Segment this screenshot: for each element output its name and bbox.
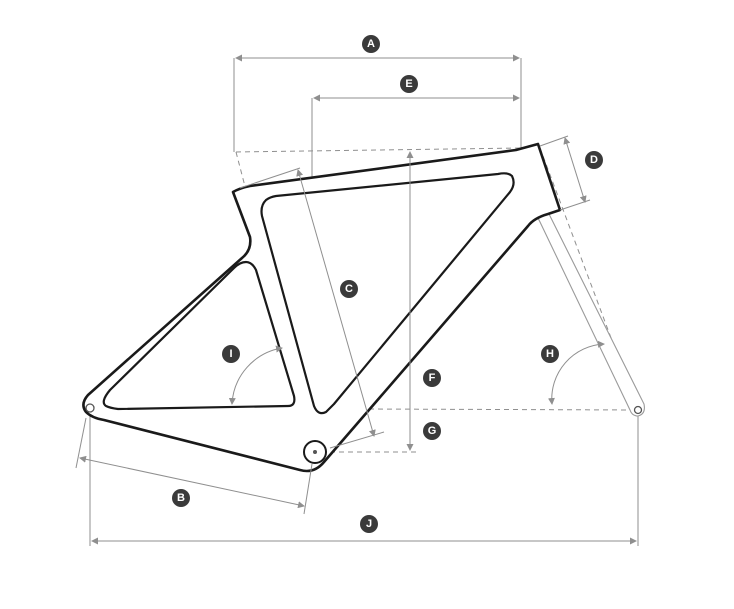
label-h: H bbox=[546, 348, 554, 360]
label-f: F bbox=[429, 372, 436, 384]
label-g: G bbox=[428, 425, 437, 437]
badge-b: B bbox=[172, 489, 190, 507]
label-j: J bbox=[366, 518, 372, 530]
badge-g: G bbox=[423, 422, 441, 440]
badge-d: D bbox=[585, 151, 603, 169]
bottom-bracket-center-icon bbox=[313, 450, 317, 454]
badge-e: E bbox=[400, 75, 418, 93]
label-i: I bbox=[229, 348, 232, 360]
label-a: A bbox=[367, 38, 375, 50]
label-e: E bbox=[405, 78, 412, 90]
badge-c: C bbox=[340, 280, 358, 298]
badge-i: I bbox=[222, 345, 240, 363]
label-d: D bbox=[590, 154, 598, 166]
dimension-lines bbox=[75, 54, 637, 545]
badge-j: J bbox=[360, 515, 378, 533]
fork bbox=[535, 211, 645, 417]
badge-h: H bbox=[541, 345, 559, 363]
badge-f: F bbox=[423, 369, 441, 387]
label-b: B bbox=[177, 492, 185, 504]
front-axle-icon bbox=[633, 405, 643, 415]
rear-axle-icon bbox=[85, 403, 95, 413]
badge-a: A bbox=[362, 35, 380, 53]
label-c: C bbox=[345, 283, 353, 295]
